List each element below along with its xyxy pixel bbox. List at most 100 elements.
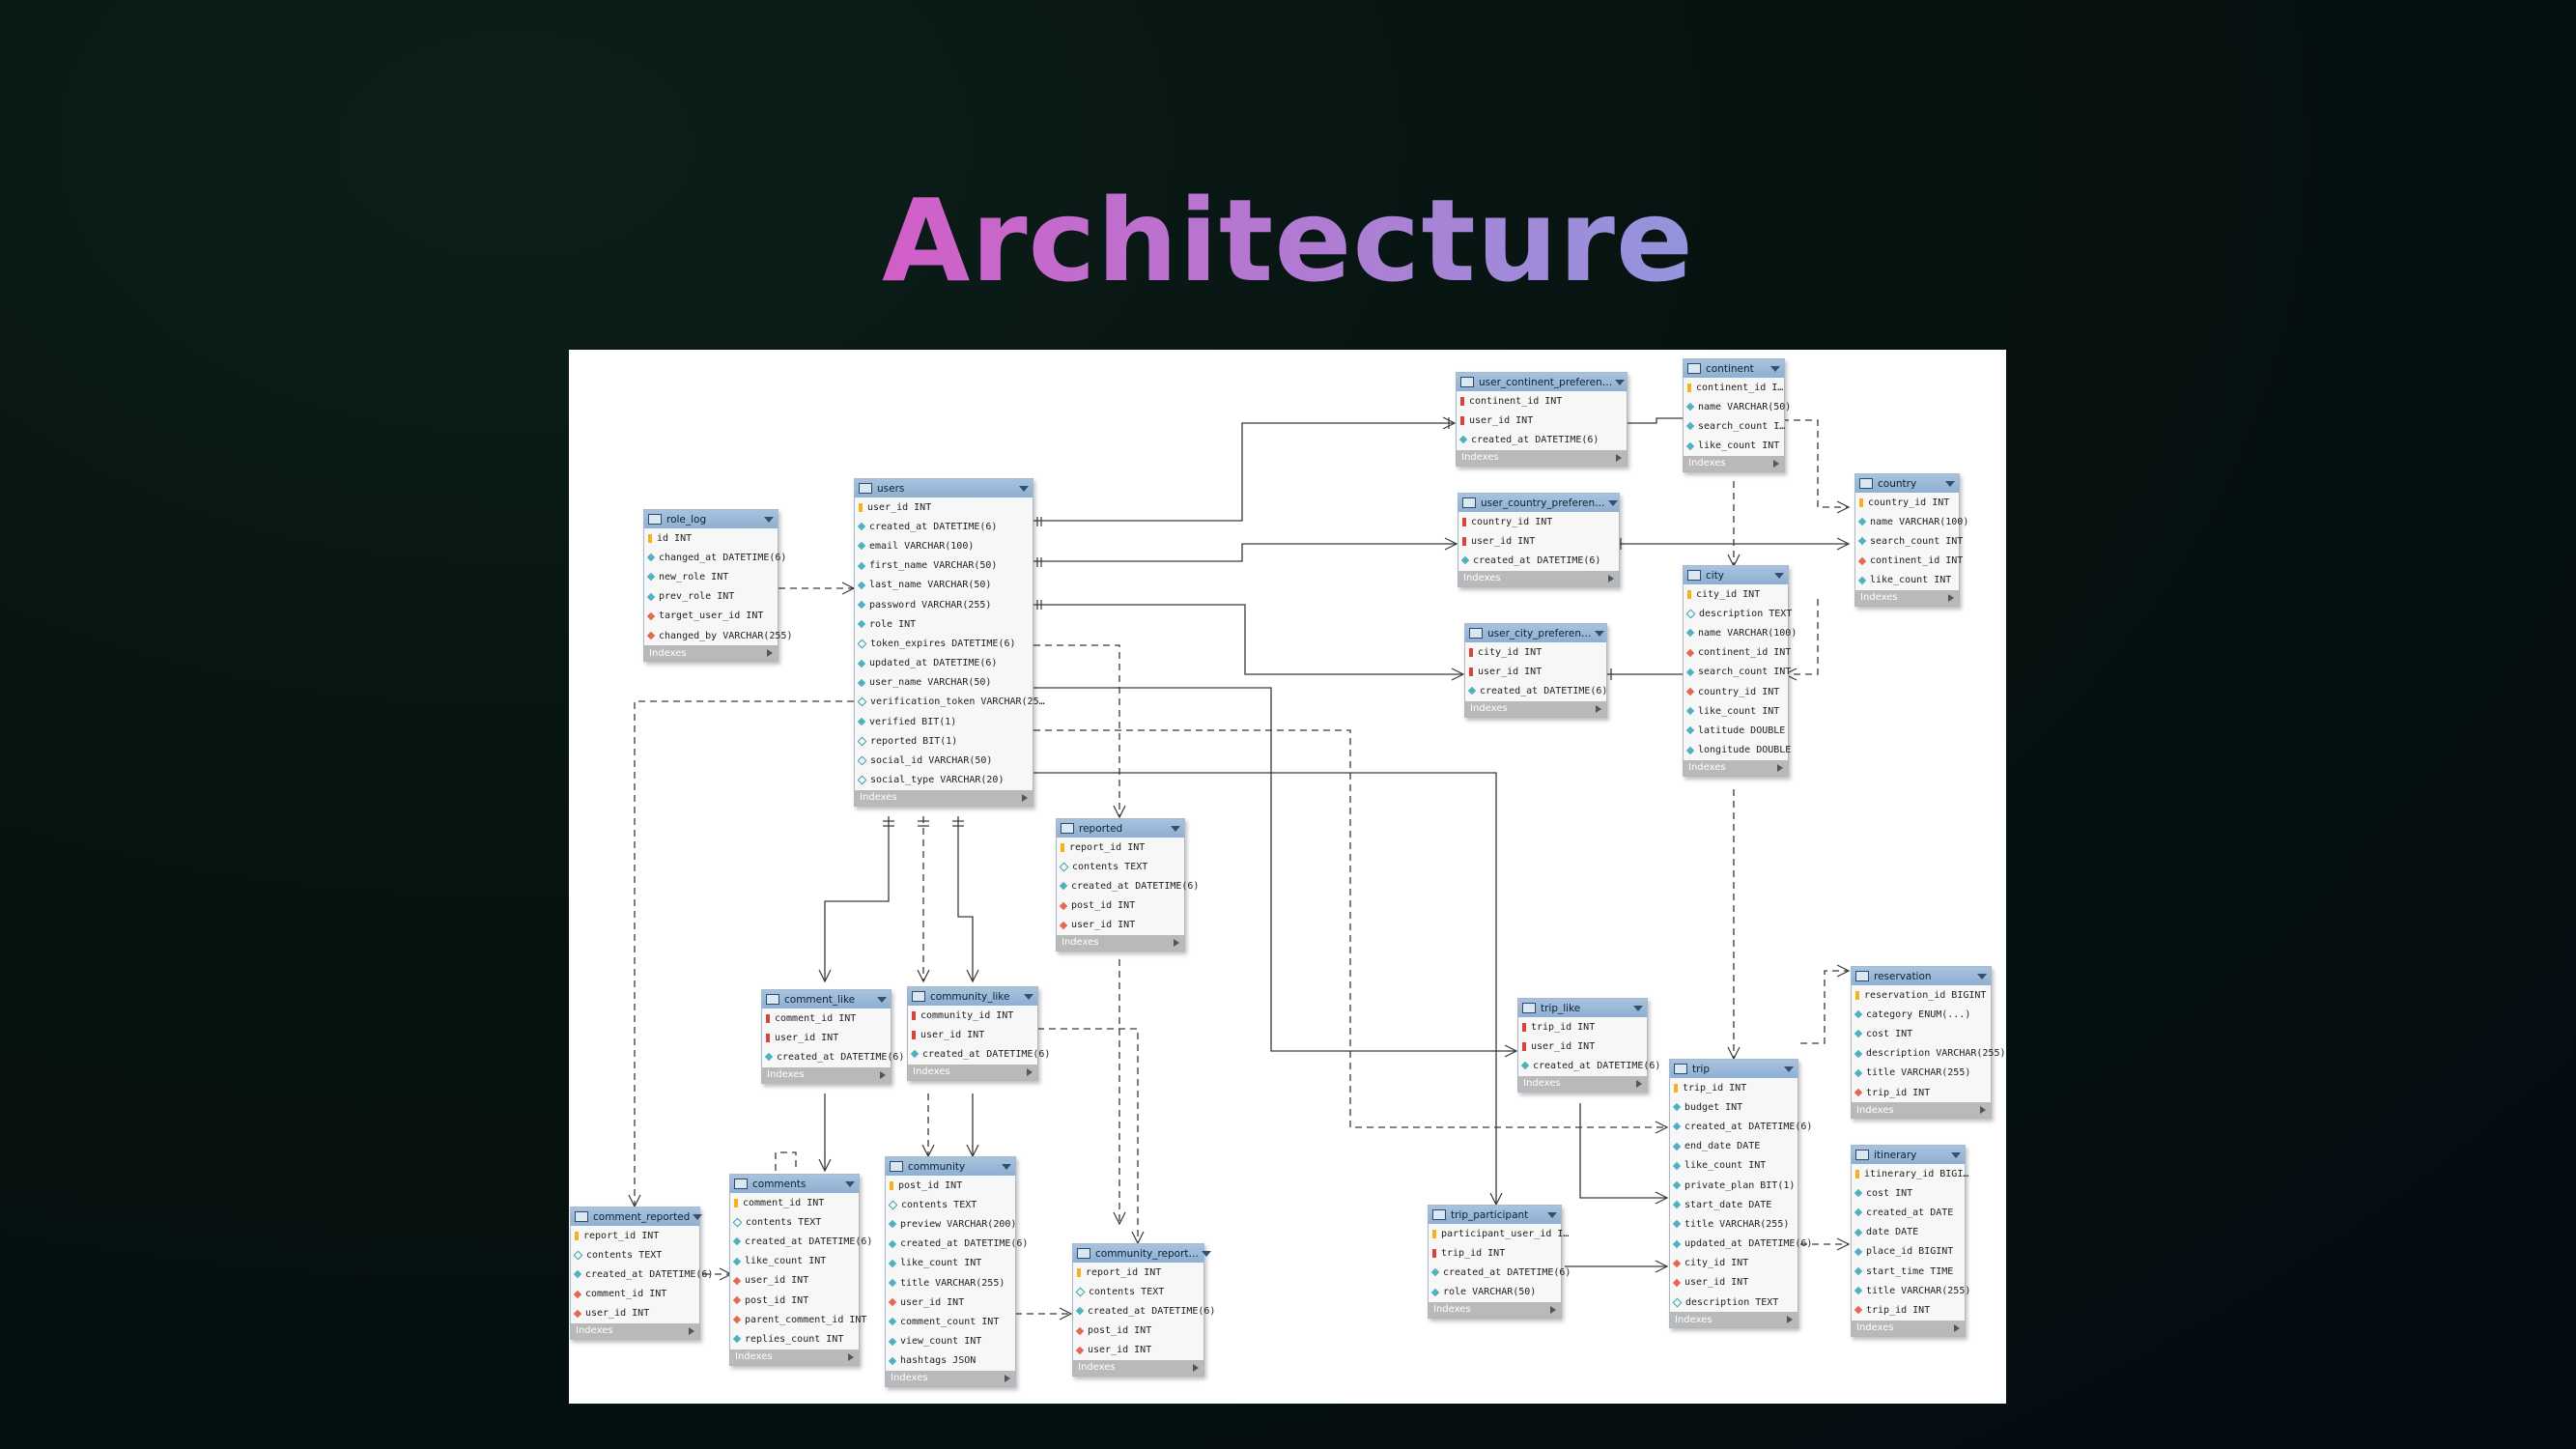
column-row[interactable]: country_id INT [1855, 493, 1959, 512]
column-row[interactable]: created_at DATETIME(6) [886, 1235, 1028, 1254]
indexes-section[interactable]: Indexes [644, 645, 778, 662]
column-row[interactable]: user_id INT [1458, 531, 1619, 551]
column-row[interactable]: password VARCHAR(255) [855, 595, 1033, 614]
column-row[interactable]: user_id INT [1457, 411, 1627, 430]
collapse-arrow-icon[interactable] [845, 1180, 855, 1187]
column-row[interactable]: created_at DATETIME(6) [1057, 876, 1199, 895]
column-row[interactable]: changed_at DATETIME(6) [644, 548, 786, 567]
column-row[interactable]: like_count INT [886, 1254, 1015, 1273]
table-header[interactable]: role_log [644, 510, 778, 528]
collapse-arrow-icon[interactable] [877, 996, 887, 1003]
collapse-arrow-icon[interactable] [1171, 825, 1180, 832]
column-row[interactable]: comment_id INT [571, 1285, 699, 1304]
indexes-section[interactable]: Indexes [1684, 455, 1784, 471]
column-row[interactable]: user_id INT [1518, 1037, 1647, 1056]
collapse-arrow-icon[interactable] [1547, 1211, 1557, 1218]
expand-arrow-icon[interactable] [1174, 938, 1179, 947]
column-row[interactable]: post_id INT [886, 1176, 1015, 1195]
column-row[interactable]: updated_at DATETIME(6) [855, 654, 1033, 673]
column-row[interactable]: report_id INT [1057, 838, 1184, 857]
table-header[interactable]: community_like [908, 987, 1037, 1006]
column-row[interactable]: user_id INT [1465, 662, 1606, 681]
column-row[interactable]: search_count I… [1684, 416, 1785, 436]
table-header[interactable]: country [1855, 474, 1959, 493]
column-row[interactable]: trip_id INT [1852, 1300, 1965, 1320]
indexes-section[interactable]: Indexes [1073, 1359, 1203, 1376]
expand-arrow-icon[interactable] [1193, 1363, 1199, 1372]
column-row[interactable]: end_date DATE [1670, 1137, 1798, 1156]
column-row[interactable]: search_count INT [1855, 531, 1963, 551]
column-row[interactable]: like_count INT [730, 1252, 859, 1271]
column-row[interactable]: updated_at DATETIME(6) [1670, 1235, 1812, 1254]
column-row[interactable]: created_at DATETIME(6) [1518, 1056, 1660, 1075]
collapse-arrow-icon[interactable] [693, 1213, 703, 1220]
expand-arrow-icon[interactable] [1636, 1079, 1642, 1088]
column-row[interactable]: date DATE [1852, 1223, 1965, 1242]
column-row[interactable]: verified BIT(1) [855, 712, 1033, 731]
column-row[interactable]: title VARCHAR(255) [1852, 1281, 1970, 1300]
column-row[interactable]: contents TEXT [886, 1195, 1015, 1214]
expand-arrow-icon[interactable] [1777, 763, 1783, 772]
column-row[interactable]: title VARCHAR(255) [886, 1273, 1015, 1293]
indexes-section[interactable]: Indexes [1429, 1301, 1561, 1318]
collapse-arrow-icon[interactable] [1784, 1065, 1794, 1072]
indexes-section[interactable]: Indexes [1057, 934, 1184, 951]
expand-arrow-icon[interactable] [689, 1326, 694, 1335]
column-row[interactable]: start_date DATE [1670, 1195, 1798, 1214]
column-row[interactable]: user_name VARCHAR(50) [855, 673, 1033, 693]
table-header[interactable]: comment_like [762, 990, 891, 1009]
column-row[interactable]: user_id INT [762, 1028, 891, 1047]
table-header[interactable]: community_report… [1073, 1244, 1212, 1263]
table-header[interactable]: trip_participant [1429, 1206, 1561, 1224]
column-row[interactable]: trip_id INT [1429, 1243, 1561, 1263]
column-row[interactable]: user_id INT [855, 497, 1033, 517]
column-row[interactable]: user_id INT [730, 1271, 859, 1291]
column-row[interactable]: user_id INT [908, 1025, 1037, 1044]
column-row[interactable]: contents TEXT [1073, 1282, 1203, 1301]
column-row[interactable]: post_id INT [730, 1291, 859, 1310]
indexes-section[interactable]: Indexes [762, 1066, 891, 1083]
collapse-arrow-icon[interactable] [1951, 1151, 1961, 1158]
table-header[interactable]: comment_reported [571, 1208, 703, 1226]
expand-arrow-icon[interactable] [767, 649, 773, 658]
column-row[interactable]: place_id BIGINT [1852, 1242, 1965, 1262]
column-row[interactable]: like_count INT [1855, 571, 1959, 590]
collapse-arrow-icon[interactable] [1202, 1250, 1212, 1257]
column-row[interactable]: like_count INT [1670, 1156, 1798, 1176]
collapse-arrow-icon[interactable] [1002, 1163, 1011, 1170]
column-row[interactable]: hashtags JSON [886, 1351, 1015, 1371]
expand-arrow-icon[interactable] [1980, 1106, 1986, 1115]
column-row[interactable]: continent_id INT [1457, 391, 1627, 411]
table-header[interactable]: comments [730, 1175, 859, 1193]
column-row[interactable]: contents TEXT [571, 1245, 699, 1264]
collapse-arrow-icon[interactable] [1607, 499, 1618, 506]
expand-arrow-icon[interactable] [880, 1070, 886, 1079]
table-header[interactable]: user_country_preferen… [1458, 494, 1619, 512]
column-row[interactable]: description TEXT [1684, 604, 1792, 623]
indexes-section[interactable]: Indexes [571, 1322, 699, 1339]
collapse-arrow-icon[interactable] [1633, 1005, 1643, 1011]
column-row[interactable]: cost INT [1852, 1183, 1965, 1203]
column-row[interactable]: created_at DATETIME(6) [908, 1044, 1050, 1064]
column-row[interactable]: post_id INT [1073, 1321, 1203, 1341]
column-row[interactable]: description VARCHAR(255) [1852, 1044, 2006, 1064]
indexes-section[interactable]: Indexes [1852, 1102, 1991, 1119]
column-row[interactable]: city_id INT [1465, 642, 1606, 662]
column-row[interactable]: like_count INT [1684, 437, 1784, 456]
column-row[interactable]: preview VARCHAR(200) [886, 1214, 1016, 1234]
indexes-section[interactable]: Indexes [1465, 700, 1606, 717]
column-row[interactable]: trip_id INT [1518, 1017, 1647, 1037]
collapse-arrow-icon[interactable] [1770, 365, 1780, 372]
column-row[interactable]: social_type VARCHAR(20) [855, 771, 1033, 790]
expand-arrow-icon[interactable] [1948, 593, 1954, 602]
collapse-arrow-icon[interactable] [1024, 993, 1033, 1000]
